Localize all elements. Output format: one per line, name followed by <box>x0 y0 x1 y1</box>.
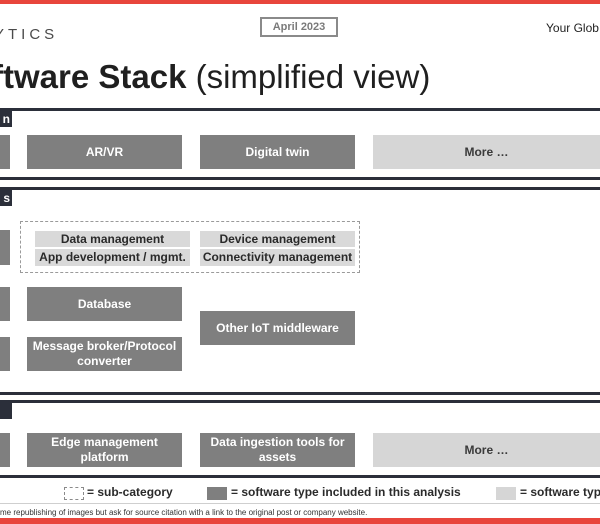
brand-logo-text: YTICS <box>0 26 59 43</box>
section-middle: s <box>0 187 600 395</box>
legend-other: = software typ <box>520 485 600 499</box>
title-bold: ftware Stack <box>0 58 187 95</box>
box-top-partial <box>0 135 10 169</box>
section-bottom-tab <box>0 403 12 419</box>
box-ar-vr: AR/VR <box>27 135 182 169</box>
bottom-accent-bar <box>0 518 600 524</box>
box-database: Database <box>27 287 182 321</box>
subcat-app-development: App development / mgmt. <box>35 249 190 266</box>
box-middle-partial-2 <box>0 287 10 321</box>
title-rest: (simplified view) <box>186 58 431 95</box>
box-message-broker-label: Message broker/Protocol converter <box>32 339 177 368</box>
section-middle-tab: s <box>0 190 12 206</box>
legend-light-swatch <box>496 487 516 500</box>
subcat-data-management: Data management <box>35 231 190 247</box>
section-bottom <box>0 400 600 478</box>
top-accent-bar <box>0 0 600 4</box>
box-edge-management: Edge management platform <box>27 433 182 467</box>
footer-divider <box>0 503 600 504</box>
legend-dark-swatch <box>207 487 227 500</box>
subcat-connectivity-management: Connectivity management <box>200 249 355 266</box>
box-data-ingestion: Data ingestion tools for assets <box>200 433 355 467</box>
box-message-broker: Message broker/Protocol converter <box>27 337 182 371</box>
box-middle-partial-1 <box>0 230 10 265</box>
box-other-iot-middleware: Other IoT middleware <box>200 311 355 345</box>
box-more-top: More … <box>373 135 600 169</box>
footnote: me republishing of images but ask for so… <box>0 508 368 517</box>
box-digital-twin: Digital twin <box>200 135 355 169</box>
section-top: n <box>0 108 600 180</box>
date-badge: April 2023 <box>260 17 338 37</box>
box-middle-partial-3 <box>0 337 10 371</box>
box-digital-twin-label: Digital twin <box>245 144 310 159</box>
tagline: Your Glob <box>546 21 599 35</box>
subcategory-frame <box>20 221 360 273</box>
page-title: ftware Stack (simplified view) <box>0 58 430 96</box>
legend-included: = software type included in this analysi… <box>231 485 461 499</box>
subcat-device-management: Device management <box>200 231 355 247</box>
box-more-bottom: More … <box>373 433 600 467</box>
box-edge-management-label: Edge management platform <box>51 435 158 464</box>
legend-dashed-swatch <box>64 487 84 500</box>
box-bottom-partial <box>0 433 10 467</box>
section-top-tab: n <box>0 111 12 127</box>
legend-subcategory: = sub-category <box>87 485 173 499</box>
box-data-ingestion-label: Data ingestion tools for assets <box>210 435 345 464</box>
